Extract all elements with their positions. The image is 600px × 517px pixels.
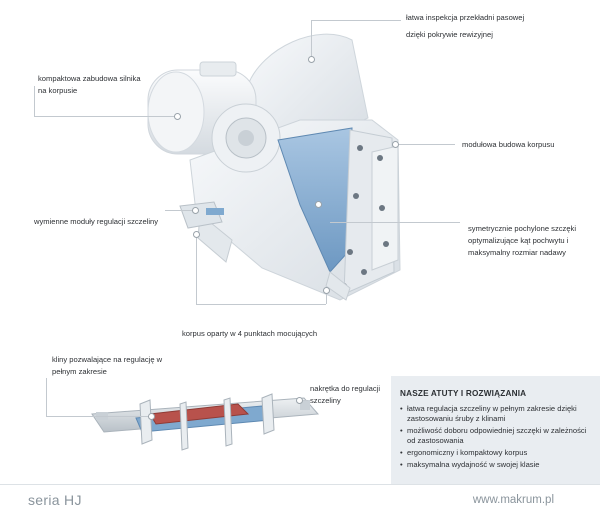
jaw-chamber bbox=[277, 127, 353, 273]
annotation-wedges: kliny pozwalające na regulację w pełnym … bbox=[52, 355, 163, 376]
annotation-supports: korpus oparty w 4 punktach mocujących bbox=[182, 329, 318, 338]
footer-divider bbox=[0, 484, 600, 485]
list-item: możliwość doboru odpowiedniej szczęki w … bbox=[400, 426, 596, 446]
wedge-red bbox=[149, 403, 250, 425]
annotation-jaws: symetrycznie pochylone szczęki optymaliz… bbox=[468, 224, 577, 257]
annotation-modular-body: modułowa budowa korpusu bbox=[462, 140, 555, 149]
features-list: łatwa regulacja szczeliny w pełnym zakre… bbox=[400, 404, 596, 472]
features-panel-title: NASZE ATUTY I ROZWIĄZANIA bbox=[400, 389, 527, 398]
annotation-inspection: łatwa inspekcja przekładni pasowej dzięk… bbox=[406, 13, 525, 39]
list-item: ergonomiczny i kompaktowy korpus bbox=[400, 448, 596, 458]
website-link[interactable]: www.makrum.pl bbox=[472, 494, 554, 506]
annotation-motor: kompaktowa zabudowa silnika na korpusie bbox=[38, 74, 141, 95]
annotation-nut: nakrętka do regulacji szczeliny bbox=[310, 384, 381, 405]
list-item: łatwa regulacja szczeliny w pełnym zakre… bbox=[400, 404, 596, 424]
series-name: seria HJ bbox=[28, 492, 82, 508]
annotation-gap-modules: wymienne moduły regulacji szczeliny bbox=[34, 217, 159, 226]
list-item: maksymalna wydajność w swojej klasie bbox=[400, 460, 596, 470]
